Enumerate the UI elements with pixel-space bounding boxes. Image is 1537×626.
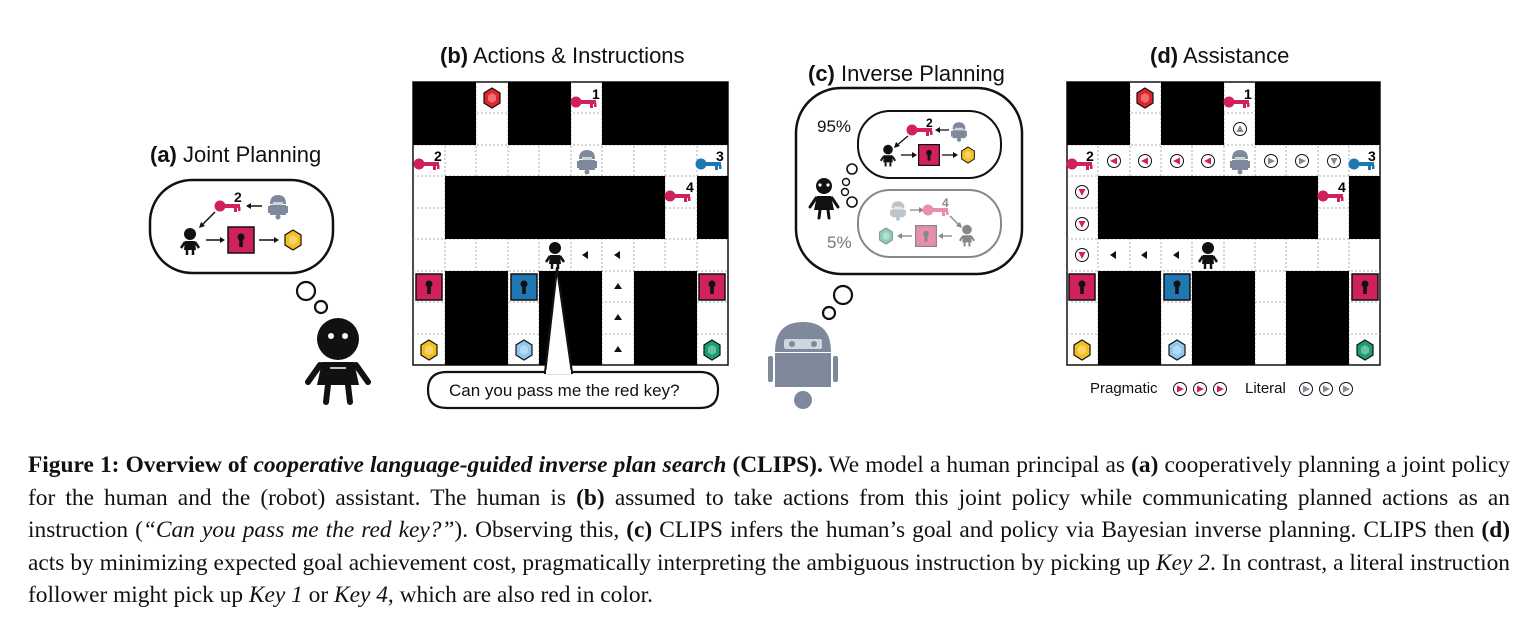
red-door-icon (227, 226, 255, 254)
panel-c-title: (c) Inverse Planning (808, 61, 1005, 86)
blue-gem-icon (515, 339, 533, 361)
speech-bubble (426, 266, 720, 410)
red-gem-icon (483, 87, 501, 109)
panel-d-title: (d) Assistance (1150, 43, 1290, 68)
gridworld-d: 1 2 3 4 (1066, 81, 1381, 366)
key-number: 1 (592, 86, 600, 102)
key-number: 2 (234, 189, 242, 205)
figure-illustration: 2 (148, 81, 1381, 410)
human-icon (808, 178, 840, 220)
legend-literal-markers (1299, 382, 1353, 396)
legend-pragmatic-markers (1173, 382, 1227, 396)
key-number: 2 (434, 148, 442, 164)
green-gem-icon (703, 339, 721, 361)
panel-b-title: (b) Actions & Instructions (440, 43, 685, 68)
blue-door-icon (510, 273, 538, 301)
probability-top: 95% (817, 117, 852, 136)
red-door-icon (698, 273, 726, 301)
key-number: 2 (926, 116, 933, 130)
inverse-planning-bubble: 2 4 (794, 86, 1024, 276)
yellow-gem-icon (420, 339, 438, 361)
green-gem-icon (1356, 339, 1374, 361)
gridworld-b: 1 2 3 4 (412, 81, 729, 366)
blue-gem-icon (1168, 339, 1186, 361)
joint-planning-bubble: 2 (148, 178, 335, 275)
legend-literal: Literal (1245, 380, 1286, 397)
red-door-icon (1068, 273, 1096, 301)
yellow-gem-icon (284, 229, 302, 251)
key-number: 1 (1244, 86, 1252, 102)
figure-caption: Figure 1: Overview of cooperative langua… (28, 452, 1511, 608)
key-number: 2 (1086, 148, 1094, 164)
blue-door-icon (1163, 273, 1191, 301)
red-door-icon (415, 273, 443, 301)
legend-pragmatic: Pragmatic (1090, 380, 1158, 397)
robot-figure (768, 322, 838, 409)
probability-bottom: 5% (827, 233, 852, 252)
key-number: 4 (1338, 179, 1346, 195)
red-door-icon (1351, 273, 1379, 301)
key-number: 4 (942, 196, 949, 210)
key-number: 4 (686, 179, 694, 195)
key-number: 3 (716, 148, 724, 164)
key-number: 3 (1368, 148, 1376, 164)
yellow-gem-icon (1073, 339, 1091, 361)
speech-text: Can you pass me the red key? (449, 381, 680, 400)
panel-a-title: (a) Joint Planning (150, 142, 322, 167)
human-figure (305, 318, 371, 405)
red-gem-icon (1136, 87, 1154, 109)
